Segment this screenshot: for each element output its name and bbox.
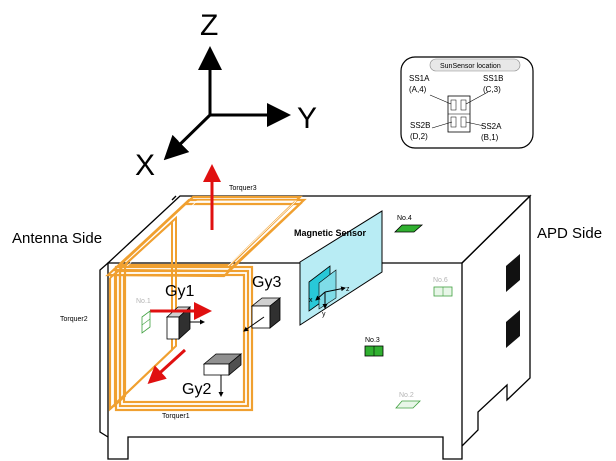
sun-sensor-no1-label: No.1 bbox=[136, 298, 151, 305]
sun-sensor-no3-label: No.3 bbox=[365, 337, 380, 344]
gyro-2 bbox=[202, 353, 243, 397]
inset-leader-ss2b bbox=[431, 121, 453, 129]
gy1-front bbox=[166, 316, 180, 340]
gy3-label: Gy3 bbox=[252, 274, 281, 291]
gy2-front bbox=[203, 363, 230, 376]
torquer2-field-arrow bbox=[147, 348, 187, 385]
satellite-body bbox=[99, 194, 532, 460]
torquer-coils bbox=[105, 195, 307, 412]
apd-side-label: APD Side bbox=[537, 225, 602, 242]
gy3-axis-arrow bbox=[243, 316, 265, 332]
inset-leader-ss2a bbox=[465, 121, 485, 127]
body-right-face bbox=[461, 194, 531, 447]
sun-sensor-no3 bbox=[364, 345, 384, 357]
gy3-side bbox=[269, 297, 281, 329]
sun-sensor-no1 bbox=[141, 310, 151, 334]
inset-ss1b-code: (C,3) bbox=[483, 85, 501, 94]
inset-ss1a-code: (A,4) bbox=[409, 85, 427, 94]
sun-sensor-no2 bbox=[395, 400, 421, 409]
gy2-label: Gy2 bbox=[182, 381, 211, 398]
inset-title: SunSensor location bbox=[440, 63, 501, 70]
sun-sensor-no1-line bbox=[141, 318, 151, 326]
sun-sensor-no4-label: No.4 bbox=[397, 215, 412, 222]
gyro-1 bbox=[150, 302, 212, 340]
inset-ss2a-code: (B,1) bbox=[481, 133, 499, 142]
inset-leader-ss1a bbox=[429, 94, 452, 105]
sun-sensor-inset: SunSensor location SS1A (A,4) SS1B (C,3)… bbox=[400, 56, 534, 149]
apd-panel-upper bbox=[506, 254, 520, 292]
inset-ss2a-name: SS2A bbox=[481, 122, 502, 131]
mag-axis-y-label: y bbox=[322, 311, 326, 318]
coordinate-axes: Z Y X bbox=[135, 9, 317, 182]
magnetic-sensor-label: Magnetic Sensor bbox=[294, 228, 367, 238]
antenna-side-label: Antenna Side bbox=[12, 230, 102, 247]
magnetic-sensor: z y x bbox=[299, 210, 383, 326]
sun-sensor-no2-label: No.2 bbox=[399, 392, 414, 399]
inset-cell-b bbox=[460, 99, 467, 111]
inset-leader-ss1b bbox=[465, 91, 489, 105]
torquer3-coil-2 bbox=[111, 198, 307, 273]
mag-axis-z-arrow bbox=[324, 286, 346, 293]
body-left-panel bbox=[99, 262, 109, 438]
torquer2-label: Torquer2 bbox=[60, 316, 88, 323]
inset-ss2b-code: (D,2) bbox=[410, 132, 428, 141]
torquer2-coil-4 bbox=[109, 219, 173, 410]
sun-sensor-no6-label: No.6 bbox=[433, 277, 448, 284]
y-axis-label: Y bbox=[297, 102, 317, 135]
sun-sensor-no2-face bbox=[395, 400, 421, 409]
gy1-label: Gy1 bbox=[165, 283, 194, 300]
torquer1-coil bbox=[118, 269, 250, 408]
inset-cell-d bbox=[460, 116, 467, 128]
body-front-face bbox=[107, 262, 463, 460]
inset-ss1a-name: SS1A bbox=[409, 74, 430, 83]
sun-sensor-no4-face bbox=[394, 224, 424, 233]
x-axis-label: X bbox=[135, 149, 155, 182]
torquer3-label: Torquer3 bbox=[229, 185, 257, 192]
torquer1-label: Torquer1 bbox=[162, 413, 190, 420]
inset-title-band bbox=[429, 58, 521, 72]
gy2-side bbox=[228, 353, 242, 376]
gyro-3 bbox=[243, 297, 282, 332]
mag-axis-z-label: z bbox=[346, 286, 350, 293]
body-top-back-inner bbox=[171, 195, 177, 201]
x-axis-arrow bbox=[163, 113, 212, 161]
sun-sensor-no4 bbox=[394, 224, 424, 233]
inset-cell-a bbox=[450, 99, 457, 111]
torquer1-coil-2 bbox=[122, 273, 246, 404]
mag-axis-x-label: x bbox=[309, 297, 313, 304]
inset-ss1b-name: SS1B bbox=[483, 74, 503, 83]
sun-sensor-no6 bbox=[433, 286, 453, 297]
z-axis-label: Z bbox=[200, 9, 218, 42]
inset-ss2b-name: SS2B bbox=[410, 121, 430, 130]
torquer1-coil-3 bbox=[114, 265, 254, 412]
mag-axis-x-arrow bbox=[315, 291, 326, 301]
apd-panel-lower bbox=[506, 310, 520, 348]
gy3-front bbox=[251, 305, 271, 329]
